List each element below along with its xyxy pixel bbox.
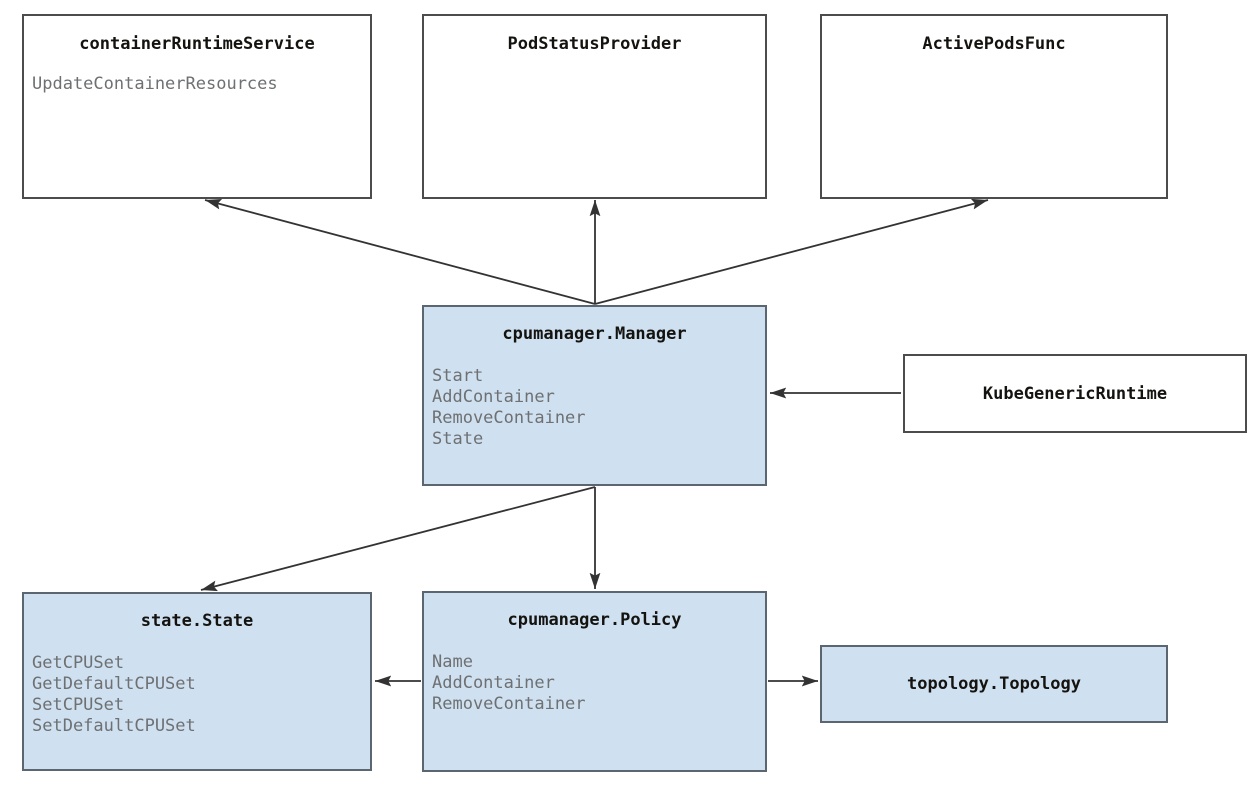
edge-manager-to-activepodsfunc <box>594 198 989 305</box>
edge-manager-to-statestate <box>200 486 596 592</box>
node-topology-topology[interactable]: topology.Topology <box>820 645 1168 723</box>
node-title: ActivePodsFunc <box>922 34 1066 54</box>
node-kube-generic-runtime[interactable]: KubeGenericRuntime <box>903 354 1247 433</box>
node-members: Name AddContainer RemoveContainer <box>432 652 765 715</box>
edge-manager-to-containerruntimeservice <box>204 198 596 305</box>
node-title: cpumanager.Manager <box>502 324 687 344</box>
node-members: UpdateContainerResources <box>32 74 370 95</box>
member-line: RemoveContainer <box>432 408 586 428</box>
member-line: UpdateContainerResources <box>32 74 278 94</box>
node-members: GetCPUSet GetDefaultCPUSet SetCPUSet Set… <box>32 653 370 737</box>
member-line: AddContainer <box>432 387 555 407</box>
member-line: State <box>432 429 484 449</box>
node-cpumanager-policy[interactable]: cpumanager.Policy Name AddContainer Remo… <box>422 591 767 772</box>
node-state-state[interactable]: state.State GetCPUSet GetDefaultCPUSet S… <box>22 592 372 771</box>
node-active-pods-func[interactable]: ActivePodsFunc <box>820 14 1168 199</box>
node-title: PodStatusProvider <box>507 34 682 54</box>
node-title: state.State <box>140 611 254 631</box>
node-members: Start AddContainer RemoveContainer State <box>432 366 765 450</box>
member-line: GetDefaultCPUSet <box>32 674 196 694</box>
member-line: SetDefaultCPUSet <box>32 716 196 736</box>
member-line: RemoveContainer <box>432 694 586 714</box>
node-title: containerRuntimeService <box>79 34 315 54</box>
node-title: topology.Topology <box>907 674 1081 694</box>
node-pod-status-provider[interactable]: PodStatusProvider <box>422 14 767 199</box>
node-container-runtime-service[interactable]: containerRuntimeService UpdateContainerR… <box>22 14 372 199</box>
member-line: Name <box>432 652 473 672</box>
member-line: SetCPUSet <box>32 695 125 715</box>
node-title: cpumanager.Policy <box>507 610 682 630</box>
member-line: AddContainer <box>432 673 555 693</box>
member-line: GetCPUSet <box>32 653 125 673</box>
node-cpumanager-manager[interactable]: cpumanager.Manager Start AddContainer Re… <box>422 305 767 486</box>
member-line: Start <box>432 366 484 386</box>
node-title: KubeGenericRuntime <box>982 384 1168 404</box>
